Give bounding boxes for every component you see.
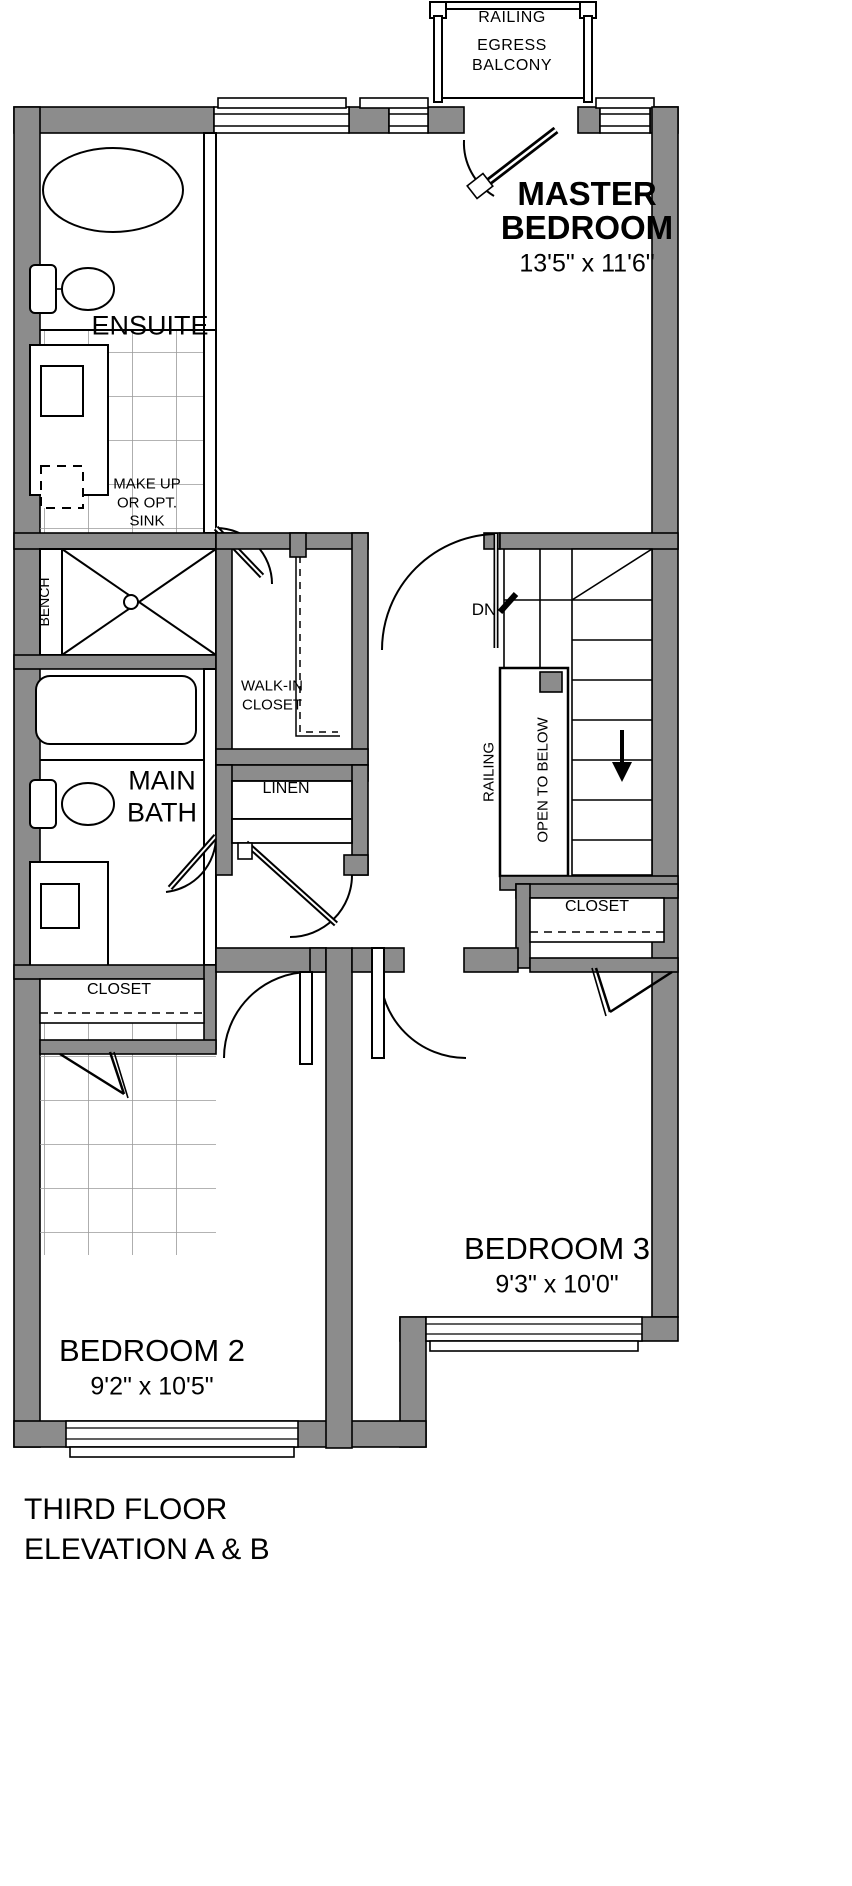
master-bedroom-name-1: MASTER <box>517 175 657 212</box>
closet-bifold-left <box>39 1039 217 1099</box>
stair-railing-label: RAILING <box>480 741 498 803</box>
vanity-main <box>29 861 109 968</box>
master-bedroom-dimensions: 13'5" x 11'6" <box>519 249 655 278</box>
vanity-ensuite <box>29 344 109 509</box>
open-to-below-label: OPEN TO BELOW <box>534 717 552 843</box>
ensuite-room <box>29 132 273 585</box>
bathtub-oval <box>42 147 184 233</box>
linen-closet-label: LINEN <box>262 780 310 797</box>
main-bath-door <box>165 834 219 893</box>
bedroom2-dimensions: 9'2" x 10'5" <box>90 1372 214 1401</box>
stair-dn-label: DN <box>471 600 497 619</box>
toilet-main <box>29 779 115 829</box>
window-top-3 <box>595 97 655 134</box>
master-bedroom-door <box>381 532 501 651</box>
egress-balcony-group <box>429 1 597 103</box>
bedroom2-door <box>223 971 311 1059</box>
bench-label: BENCH <box>36 577 52 627</box>
toilet-ensuite <box>29 264 115 314</box>
drawing-title-line2: ELEVATION A & B <box>24 1533 270 1566</box>
closet-bedroom3-label: CLOSET <box>564 898 630 915</box>
window-bedroom2 <box>65 1420 299 1458</box>
makeup-sink-label-3: SINK <box>129 512 165 530</box>
closet-bifold-right <box>529 957 679 1017</box>
linen-door <box>237 840 369 938</box>
bedroom3-dimensions: 9'3" x 10'0" <box>495 1270 619 1299</box>
window-top-1 <box>213 97 350 134</box>
railing-label-top: RAILING <box>478 9 546 26</box>
window-top-2 <box>359 97 429 134</box>
closet-bedroom2-label: CLOSET <box>86 981 152 998</box>
walkin-closet-label-1: WALK-IN <box>241 677 303 695</box>
main-bath-label-2: BATH <box>126 797 198 828</box>
makeup-sink-label-2: OR OPT. <box>116 494 178 512</box>
window-bedroom3 <box>425 1316 643 1352</box>
closet-bedroom3 <box>515 883 679 1017</box>
open-to-below-well <box>498 666 570 878</box>
ensuite-label: ENSUITE <box>91 310 209 341</box>
bedroom2-name: BEDROOM 2 <box>58 1333 246 1368</box>
makeup-sink-label-1: MAKE UP <box>113 475 181 493</box>
walkin-closet-label-2: CLOSET <box>241 696 303 714</box>
staircase <box>497 532 679 891</box>
walkin-closet <box>215 532 369 766</box>
bedroom-walls <box>215 947 519 1449</box>
bedroom3-door <box>371 947 467 1059</box>
egress-balcony-label-1: EGRESS <box>477 37 547 54</box>
master-bedroom-name-2: BEDROOM <box>500 209 674 246</box>
main-bath-room <box>29 668 219 1255</box>
balcony-door <box>462 126 559 200</box>
stair-down-arrow <box>612 730 632 782</box>
drawing-title-line1: THIRD FLOOR <box>24 1493 228 1526</box>
optional-sink-dashed <box>40 465 84 509</box>
linen-closet <box>215 764 369 938</box>
bedroom3-name: BEDROOM 3 <box>463 1231 651 1266</box>
main-bath-label-1: MAIN <box>128 765 196 796</box>
egress-balcony-label-2: BALCONY <box>472 57 552 74</box>
closet-bedroom2 <box>13 964 217 1099</box>
bathtub-main <box>35 675 197 745</box>
